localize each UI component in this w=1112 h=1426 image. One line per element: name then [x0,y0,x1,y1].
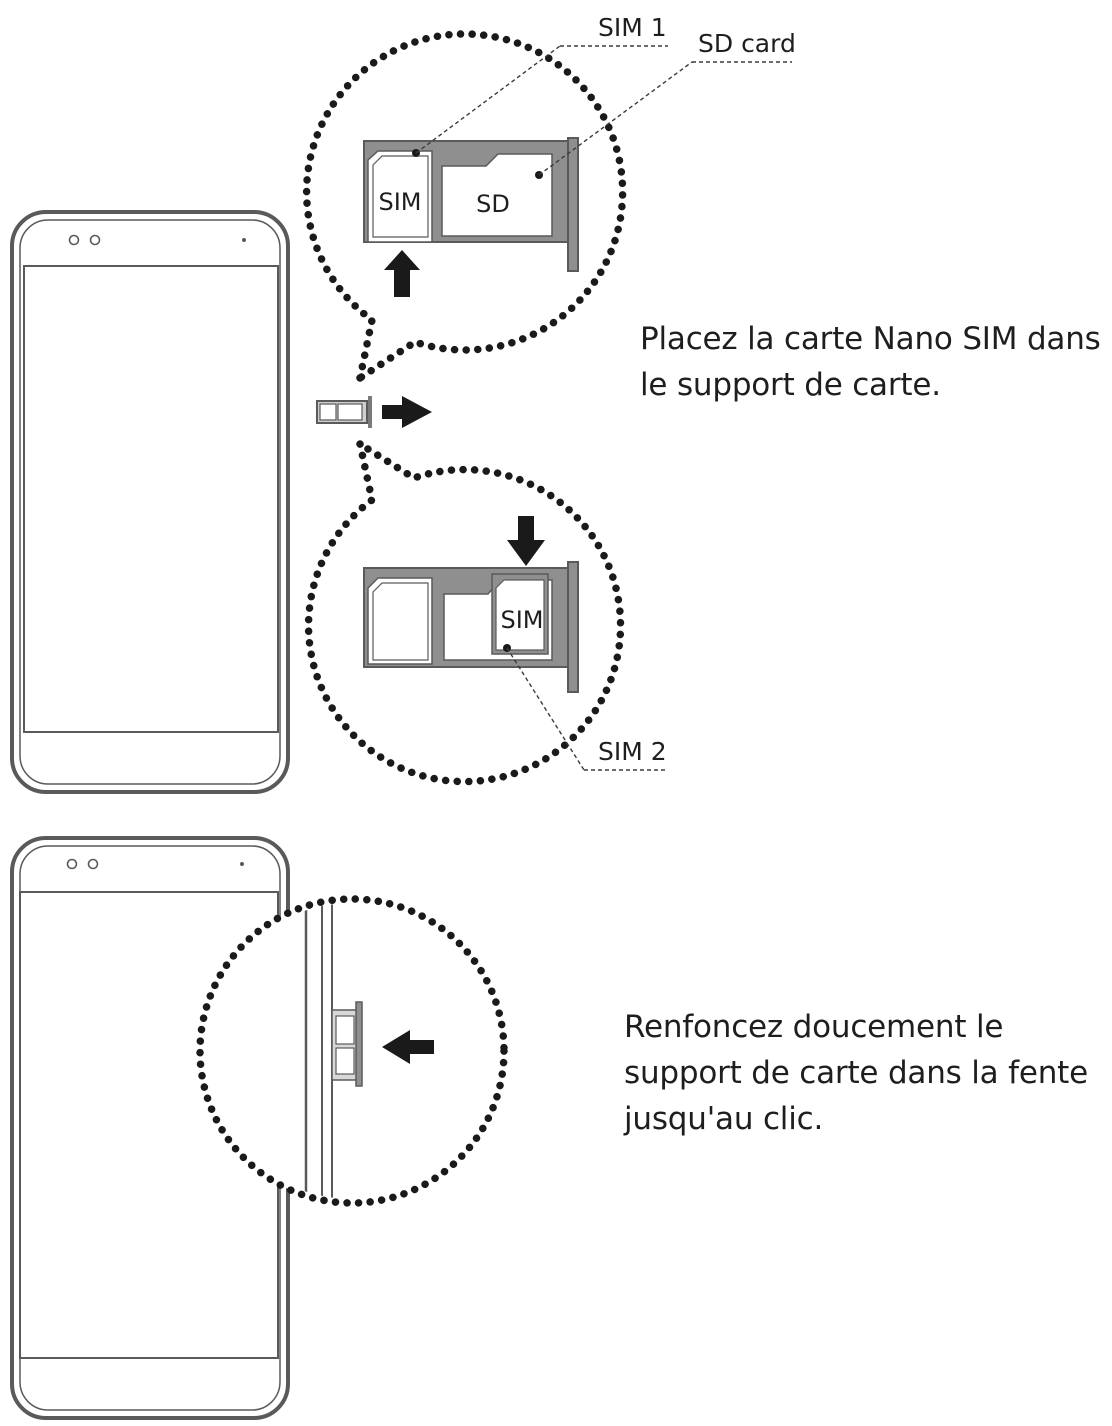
tray-sim-label: SIM [378,188,421,216]
step-2-line-2: support de carte dans la fente [624,1055,1088,1091]
mini-tray [316,396,372,428]
sensor-icon [66,858,78,870]
step-2-line-3: jusqu'au clic. [624,1101,824,1137]
step-1-line-2: le support de carte. [640,367,941,403]
step-2-instruction: Renfoncez doucement le support de carte … [624,1004,1088,1142]
arrow-down-icon [507,516,545,566]
speaker-dot-icon [240,862,244,866]
speaker-dot-icon [242,238,246,242]
step-2-line-1: Renfoncez doucement le [624,1009,1004,1045]
tray-sd-label: SD [476,190,510,218]
camera-icon [89,234,101,246]
callout-sim1-label: SIM 1 [598,13,667,42]
leader-lines-upper [412,45,792,179]
callout-sd-card-label: SD card [698,29,796,58]
arrow-right-icon [382,396,432,428]
tray-sim2-label: SIM [500,606,543,634]
zoom-bubble-lower [304,436,625,786]
camera-icon [87,858,99,870]
step-1-instruction: Placez la carte Nano SIM dans le support… [640,316,1101,408]
zoom-bubble-side [196,895,508,1207]
callout-sim2-label: SIM 2 [598,737,667,766]
step-1-line-1: Placez la carte Nano SIM dans [640,321,1101,357]
tray-upper: SIM SD [363,137,579,272]
sensor-icon [68,234,80,246]
zoom-bubble-upper [302,30,627,387]
arrow-left-icon [382,1030,434,1064]
tray-lower: SIM [363,561,579,693]
arrow-up-icon [384,250,420,297]
leader-lines-lower [503,644,668,771]
phone-1 [10,210,290,794]
